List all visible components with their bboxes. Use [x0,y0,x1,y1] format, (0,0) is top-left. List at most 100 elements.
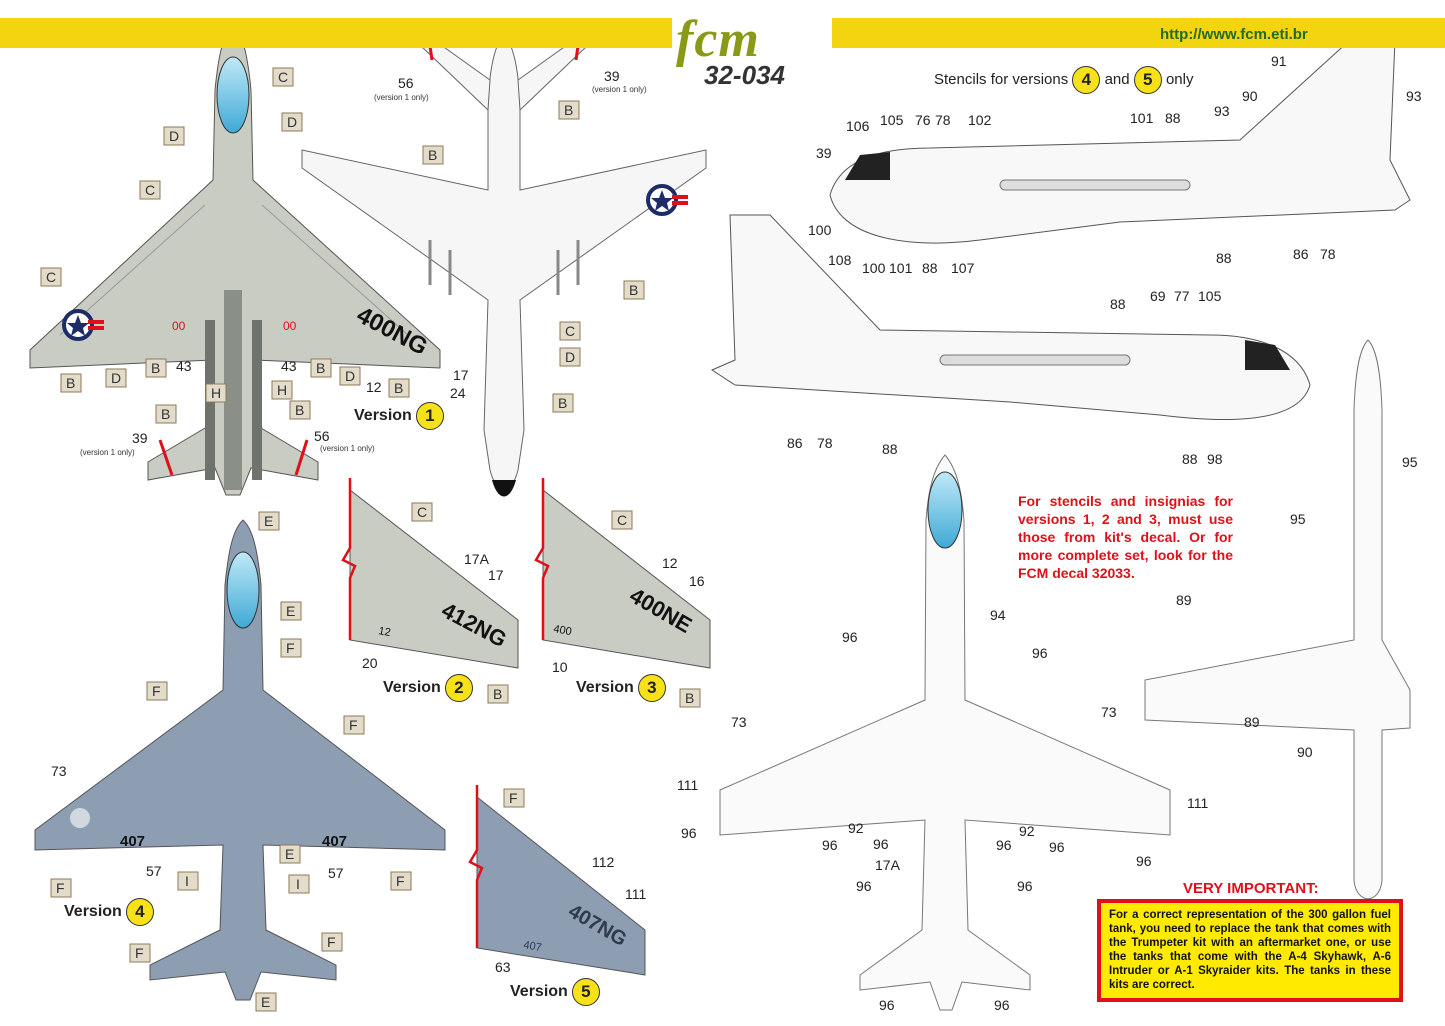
logo-backdrop [672,10,832,90]
svg-text:10: 10 [552,659,568,675]
svg-text:(version 1 only): (version 1 only) [374,93,429,102]
svg-text:B: B [428,147,437,163]
svg-text:43: 43 [176,358,192,374]
version-2-badge: 2 [444,674,473,702]
svg-text:39: 39 [604,68,620,84]
svg-text:D: D [287,114,297,130]
svg-text:B: B [316,360,325,376]
svg-text:96: 96 [822,837,838,853]
svg-text:73: 73 [731,714,747,730]
svg-text:17A: 17A [464,551,490,567]
fcm-logo: fcm [676,11,760,68]
svg-text:93: 93 [1406,88,1422,104]
version-5-badge: 5 [1133,66,1162,94]
svg-text:H: H [211,385,221,401]
version-1-badge: 1 [415,402,444,430]
svg-text:88: 88 [922,260,938,276]
v5-small-code: 407 [522,939,542,954]
svg-text:B: B [564,102,573,118]
v5-wing-panel: 407NG 407 [468,785,646,976]
svg-text:H: H [277,382,287,398]
svg-text:E: E [285,846,294,862]
svg-text:F: F [152,683,161,699]
svg-text:56: 56 [314,428,330,444]
svg-text:57: 57 [146,863,162,879]
svg-text:17: 17 [453,367,469,383]
svg-text:I: I [296,876,300,892]
svg-text:108: 108 [828,252,852,268]
very-important-box: For a correct representation of the 300 … [1097,899,1403,1002]
svg-text:88: 88 [1165,110,1181,126]
letter-tags: A C D D C C B D B H H B B B D B B B B C … [40,23,701,1012]
side-view-right-facing [829,39,1411,244]
version-5-badge: 5 [571,978,600,1006]
v4-top-view: 407 407 [34,519,446,1001]
svg-text:95: 95 [1290,511,1306,527]
svg-text:I: I [185,873,189,889]
svg-text:78: 78 [817,435,833,451]
svg-text:111: 111 [625,886,646,902]
svg-text:20: 20 [362,655,378,671]
svg-text:C: C [278,69,288,85]
svg-text:12: 12 [366,379,382,395]
svg-text:17A: 17A [875,857,901,873]
very-important-title: VERY IMPORTANT: [1183,880,1319,897]
svg-text:101: 101 [1130,110,1154,126]
v1-bottom-view [301,29,707,497]
svg-text:96: 96 [681,825,697,841]
svg-text:112: 112 [592,854,615,870]
svg-text:111: 111 [1187,795,1208,811]
svg-text:B: B [66,375,75,391]
v3-wing-panel: 400NE 400 [534,478,711,669]
svg-text:96: 96 [1136,853,1152,869]
svg-text:96: 96 [1049,839,1065,855]
svg-text:96: 96 [996,837,1012,853]
v4-code-right: 407 [322,833,347,850]
version-1-only-notes: (version 1 only) (version 1 only) (versi… [80,85,647,457]
version-3-badge: 3 [637,674,666,702]
svg-text:E: E [264,513,273,529]
svg-text:96: 96 [873,836,889,852]
svg-text:73: 73 [1101,704,1117,720]
svg-text:93: 93 [1214,103,1230,119]
svg-text:90: 90 [1242,88,1258,104]
svg-text:101: 101 [889,260,913,276]
v1-red-code-right: 00 [283,319,297,333]
svg-text:17: 17 [488,567,504,583]
svg-text:92: 92 [848,820,864,836]
svg-text:86: 86 [787,435,803,451]
svg-text:88: 88 [882,441,898,457]
svg-text:F: F [396,873,405,889]
svg-text:39: 39 [132,430,148,446]
svg-text:106: 106 [846,118,870,134]
svg-text:77: 77 [1174,288,1190,304]
svg-text:(version 1 only): (version 1 only) [80,448,135,457]
svg-text:D: D [111,370,121,386]
svg-text:100: 100 [808,222,832,238]
stencil-bottom-view [1144,339,1411,900]
svg-text:B: B [151,360,160,376]
svg-text:E: E [286,603,295,619]
website-url[interactable]: http://www.fcm.eti.br [1160,26,1308,43]
svg-text:88: 88 [1182,451,1198,467]
svg-text:B: B [295,402,304,418]
svg-text:56: 56 [398,75,414,91]
svg-text:F: F [509,790,518,806]
svg-text:95: 95 [1402,454,1418,470]
version-4-badge: 4 [1072,66,1101,94]
svg-text:16: 16 [689,573,705,589]
stencil-top-view [719,454,1171,1011]
svg-text:78: 78 [935,112,951,128]
svg-text:96: 96 [1032,645,1048,661]
svg-text:F: F [327,934,336,950]
svg-text:F: F [56,880,65,896]
svg-text:63: 63 [495,959,511,975]
svg-text:F: F [349,717,358,733]
svg-text:B: B [493,686,502,702]
svg-text:B: B [161,406,170,422]
